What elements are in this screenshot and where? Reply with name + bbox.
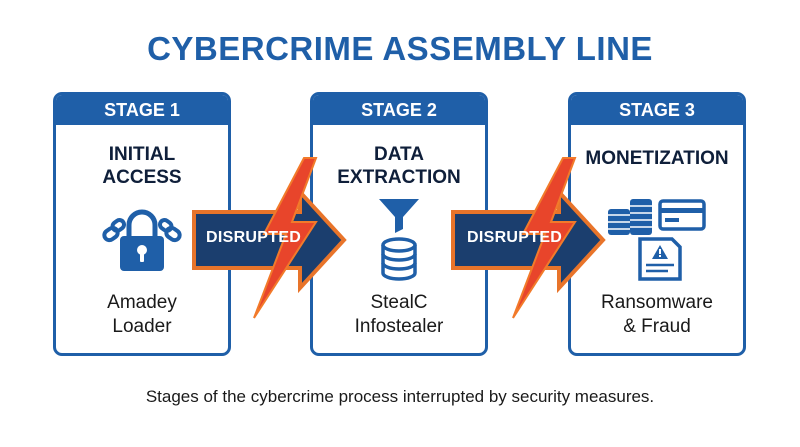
stage-3-label-line-1: Ransomware bbox=[601, 292, 713, 313]
stage-3-label-line-2: & Fraud bbox=[623, 316, 691, 337]
arrow-shape-2 bbox=[451, 186, 606, 294]
disrupted-label-2: DISRUPTED bbox=[467, 229, 563, 246]
stage-2-title: DATA EXTRACTION bbox=[313, 143, 485, 189]
stage-1-label-line-2: Loader bbox=[112, 316, 172, 337]
lightning-bolt-icon bbox=[512, 157, 577, 319]
disrupted-connector-2: DISRUPTED bbox=[451, 150, 611, 320]
stage-3-card: STAGE 3 MONETIZATION bbox=[568, 92, 746, 356]
stage-2-title-line-2: EXTRACTION bbox=[337, 167, 461, 188]
stage-3-title-line-1: MONETIZATION bbox=[585, 148, 729, 169]
stage-3-header: STAGE 3 bbox=[571, 95, 743, 125]
stage-2-title-line-1: DATA bbox=[374, 144, 424, 165]
funnel-database-icon bbox=[313, 195, 485, 281]
stage-2-label-line-1: StealC bbox=[370, 292, 428, 313]
lightning-bolt-icon bbox=[253, 157, 318, 319]
stage-3-title: MONETIZATION bbox=[571, 147, 743, 170]
stage-2-header: STAGE 2 bbox=[313, 95, 485, 125]
arrow-shape-1 bbox=[192, 186, 347, 294]
stage-2-label-line-2: Infostealer bbox=[354, 316, 444, 337]
stage-1-title-line-1: INITIAL bbox=[108, 144, 176, 165]
stage-3-label: Ransomware & Fraud bbox=[571, 291, 743, 339]
diagram-title: CYBERCRIME ASSEMBLY LINE bbox=[147, 30, 653, 67]
diagram-caption: Stages of the cybercrime process interru… bbox=[145, 387, 655, 406]
stage-2-label: StealC Infostealer bbox=[313, 291, 485, 339]
stage-1-label-line-1: Amadey bbox=[107, 292, 177, 313]
stage-1-header: STAGE 1 bbox=[56, 95, 228, 125]
stage-1-label: Amadey Loader bbox=[56, 291, 228, 339]
disrupted-label-1: DISRUPTED bbox=[206, 229, 302, 246]
stage-1-title: INITIAL ACCESS bbox=[56, 143, 228, 189]
coins-card-ransom-note-icon bbox=[571, 191, 743, 283]
padlock-chain-icon bbox=[56, 203, 228, 275]
disrupted-connector-1: DISRUPTED bbox=[192, 150, 352, 320]
stage-1-title-line-2: ACCESS bbox=[102, 167, 182, 188]
